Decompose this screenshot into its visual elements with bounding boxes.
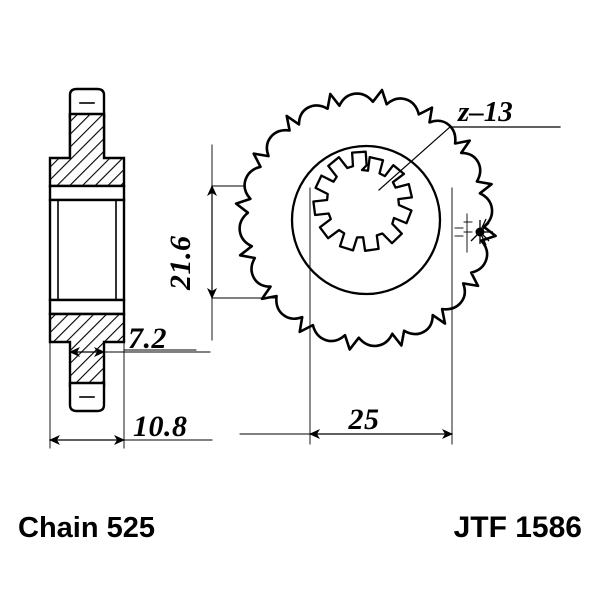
hub-width-text: 10.8 [133,410,188,443]
bolt-circle-text: 25 [348,403,380,436]
teeth-callout-text: z–13 [457,96,513,128]
bore-dimension-text: 21.6 [164,236,197,292]
section-rim-lower [48,298,126,316]
tooth-thickness-text: 7.2 [128,322,167,355]
section-top-boss [68,87,106,119]
section-lower-hatch [48,312,126,388]
front-face-view [234,88,561,445]
section-upper-hatch [48,112,126,188]
spline-bore [312,150,414,252]
cross-section-view [48,87,126,449]
part-number-label: JTF 1586 [454,511,582,544]
knurl-burst-symbol [454,213,493,253]
section-body-hollow [48,198,126,302]
dimension-extension-lines-hub [49,317,125,449]
dimension-extension-lines-bolt [309,187,453,445]
teeth-callout-leader [378,126,561,191]
chain-label: Chain 525 [18,512,155,544]
dimension-tooth-thickness [69,347,211,357]
section-rim-upper [48,184,126,202]
section-bottom-boss [68,381,106,413]
